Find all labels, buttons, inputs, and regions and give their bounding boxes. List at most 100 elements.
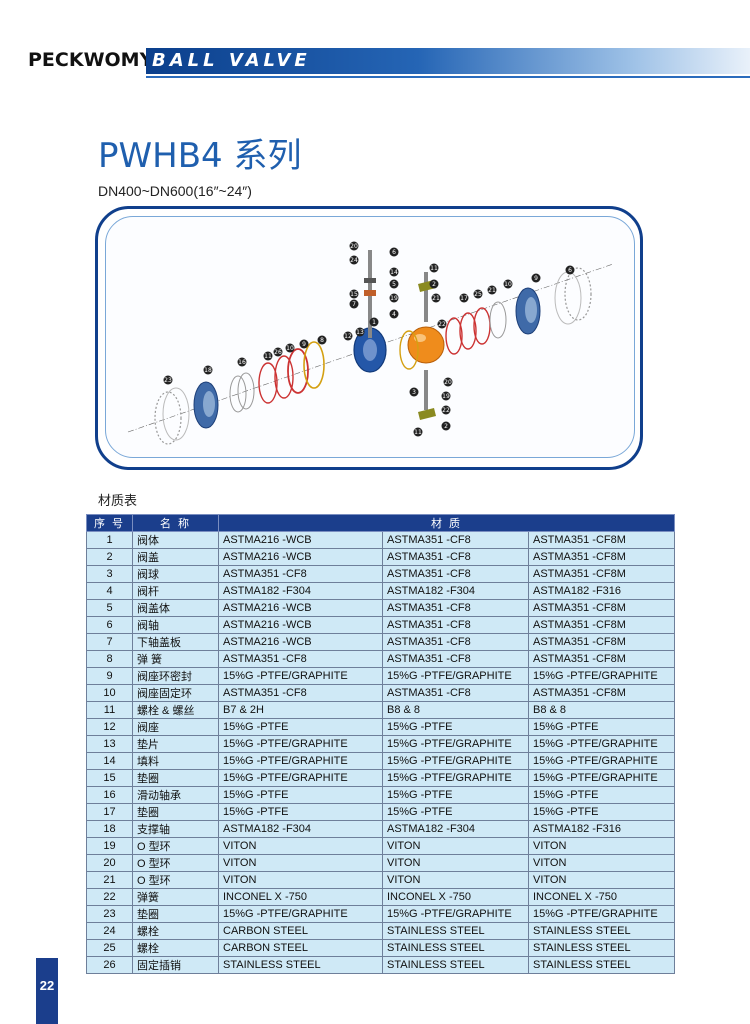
callout-circle [349, 241, 359, 251]
cell-no: 21 [86, 871, 133, 889]
cell-no: 14 [86, 752, 133, 770]
callout-circle [273, 347, 283, 357]
cell-no: 9 [86, 667, 133, 685]
callout-number: 21 [432, 295, 440, 302]
cell-material-3: ASTMA351 -CF8M [528, 565, 675, 583]
cell-material-1: ASTMA216 -WCB [218, 531, 383, 549]
cell-name: 填料 [132, 752, 219, 770]
cell-material-2: 15%G -PTFE/GRAPHITE [382, 905, 529, 923]
callout-circle [163, 375, 173, 385]
callout-number: 7 [352, 301, 356, 308]
callout-circle [531, 273, 541, 283]
callout-number: 11 [264, 353, 272, 360]
cell-name: 阀体 [132, 531, 219, 549]
cell-name: 垫圈 [132, 769, 219, 787]
callout-number: 12 [344, 333, 352, 340]
callout-circle [349, 255, 359, 265]
callout-number: 13 [356, 329, 364, 336]
cell-name: 阀盖 [132, 548, 219, 566]
header-name: 名 称 [132, 514, 219, 532]
callout-circle [343, 331, 353, 341]
cell-material-3: VITON [528, 837, 675, 855]
cell-material-2: VITON [382, 837, 529, 855]
callout-circle [409, 387, 419, 397]
callout-circle [443, 377, 453, 387]
cell-no: 4 [86, 582, 133, 600]
callout-circle [389, 279, 399, 289]
callout-circle [459, 293, 469, 303]
cell-material-2: 15%G -PTFE/GRAPHITE [382, 752, 529, 770]
cell-name: 垫圈 [132, 905, 219, 923]
callout-number: 10 [504, 281, 512, 288]
callout-circle [441, 421, 451, 431]
cell-no: 19 [86, 837, 133, 855]
cell-material-3: ASTMA351 -CF8M [528, 650, 675, 668]
cell-name: O 型环 [132, 837, 219, 855]
cell-material-1: ASTMA216 -WCB [218, 599, 383, 617]
cell-material-1: VITON [218, 837, 383, 855]
cell-material-2: 15%G -PTFE [382, 803, 529, 821]
callout-circle [355, 327, 365, 337]
cell-no: 18 [86, 820, 133, 838]
cell-name: 螺栓 [132, 922, 219, 940]
cell-material-3: ASTMA351 -CF8M [528, 531, 675, 549]
cell-material-2: ASTMA351 -CF8 [382, 531, 529, 549]
callout-number: 20 [444, 379, 452, 386]
cell-material-2: STAINLESS STEEL [382, 939, 529, 957]
cell-material-2: ASTMA351 -CF8 [382, 650, 529, 668]
callout-number: 19 [442, 393, 450, 400]
cell-material-3: 15%G -PTFE/GRAPHITE [528, 752, 675, 770]
callout-number: 2 [444, 423, 448, 430]
cell-material-1: 15%G -PTFE/GRAPHITE [218, 752, 383, 770]
header-material: 材 质 [218, 514, 675, 532]
cell-material-1: ASTMA351 -CF8 [218, 565, 383, 583]
cell-material-3: 15%G -PTFE [528, 803, 675, 821]
callout-number: 6 [568, 267, 572, 274]
cell-material-1: ASTMA351 -CF8 [218, 650, 383, 668]
callout-number: 22 [438, 321, 446, 328]
cell-material-3: STAINLESS STEEL [528, 956, 675, 974]
callout-number: 19 [390, 295, 398, 302]
left-flange-assembly [154, 341, 325, 445]
header-band-title: BALL VALVE [152, 50, 311, 71]
callout-circle [429, 263, 439, 273]
cell-material-3: ASTMA182 -F316 [528, 820, 675, 838]
callout-number: 8 [320, 337, 324, 344]
cell-material-1: CARBON STEEL [218, 922, 383, 940]
cell-material-1: ASTMA351 -CF8 [218, 684, 383, 702]
callout-circle [299, 339, 309, 349]
callout-circle [441, 405, 451, 415]
cell-material-3: STAINLESS STEEL [528, 939, 675, 957]
cell-no: 1 [86, 531, 133, 549]
cell-material-3: VITON [528, 871, 675, 889]
exploded-view-drawing: 2024157614519411312891026111618231122122… [127, 241, 614, 445]
page-title: PWHB4 系列 [98, 136, 302, 176]
cell-name: 垫片 [132, 735, 219, 753]
callout-number: 6 [392, 249, 396, 256]
callout-number: 16 [238, 359, 246, 366]
cell-material-2: 15%G -PTFE/GRAPHITE [382, 735, 529, 753]
cell-material-3: ASTMA351 -CF8M [528, 633, 675, 651]
cell-material-3: B8 & 8 [528, 701, 675, 719]
cell-material-1: 15%G -PTFE [218, 803, 383, 821]
header-divider [146, 76, 750, 78]
callout-number: 26 [274, 349, 282, 356]
cell-material-1: STAINLESS STEEL [218, 956, 383, 974]
callout-circle [413, 427, 423, 437]
header-band [146, 48, 750, 74]
callout-number: 15 [350, 291, 358, 298]
callout-circle [237, 357, 247, 367]
cell-material-1: ASTMA216 -WCB [218, 616, 383, 634]
cell-name: 阀盖体 [132, 599, 219, 617]
cell-material-1: B7 & 2H [218, 701, 383, 719]
